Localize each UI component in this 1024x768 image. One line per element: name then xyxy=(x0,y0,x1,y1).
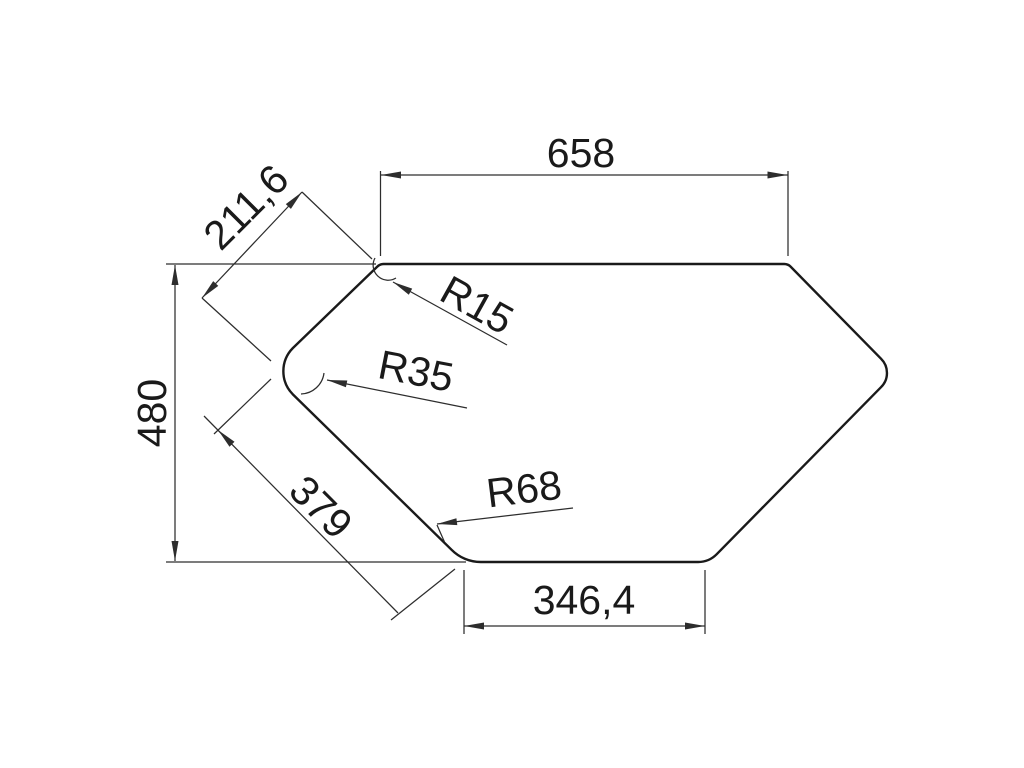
r35-fillet-annotation-arc xyxy=(300,372,325,395)
arrowhead-lower xyxy=(381,596,398,613)
arrowhead-left xyxy=(464,622,484,630)
arrowhead-upper xyxy=(218,430,235,447)
arrowhead-right xyxy=(767,171,788,179)
dimension-upper-left-edge: 211,6 xyxy=(195,156,373,362)
dimension-value: 658 xyxy=(547,130,615,176)
arrowhead-bottom xyxy=(171,541,179,561)
arrowhead xyxy=(327,380,348,388)
extension-line xyxy=(213,378,272,435)
leader-line xyxy=(436,507,574,525)
radius-callout-r68: R68 xyxy=(436,462,574,526)
arrowhead-left xyxy=(381,171,401,179)
dimension-bottom-width: 346,4 xyxy=(463,570,706,634)
extension-line xyxy=(301,191,373,260)
part-outline xyxy=(282,262,889,564)
r15-fillet-annotation-arc xyxy=(372,257,397,281)
radius-callout-r35: R35 xyxy=(326,341,468,409)
radius-value: R68 xyxy=(484,462,564,517)
dimension-value: 211,6 xyxy=(195,156,298,259)
radius-callout-r15: R15 xyxy=(392,267,521,346)
radius-value: R15 xyxy=(433,267,521,344)
dimension-lower-left-edge: 379 xyxy=(203,378,456,621)
arrowhead xyxy=(437,518,458,526)
extension-line xyxy=(201,297,272,362)
dimension-value: 379 xyxy=(281,467,362,548)
dimension-top-width: 658 xyxy=(379,130,789,256)
dimension-value: 480 xyxy=(129,379,175,447)
extension-line xyxy=(390,568,456,621)
arrowhead-top xyxy=(171,265,179,285)
leader-line xyxy=(326,379,468,409)
dimension-left-height: 480 xyxy=(129,263,466,563)
arrowhead-right xyxy=(685,622,705,630)
arrowhead-upper xyxy=(285,192,302,209)
r68-fillet-annotation-stub xyxy=(436,524,446,543)
arrowhead-lower xyxy=(202,281,219,298)
dimension-line xyxy=(201,191,303,299)
arrowhead xyxy=(393,282,413,295)
leader-line xyxy=(392,281,508,346)
dimension-value: 346,4 xyxy=(533,577,636,623)
dimension-line xyxy=(203,415,399,614)
